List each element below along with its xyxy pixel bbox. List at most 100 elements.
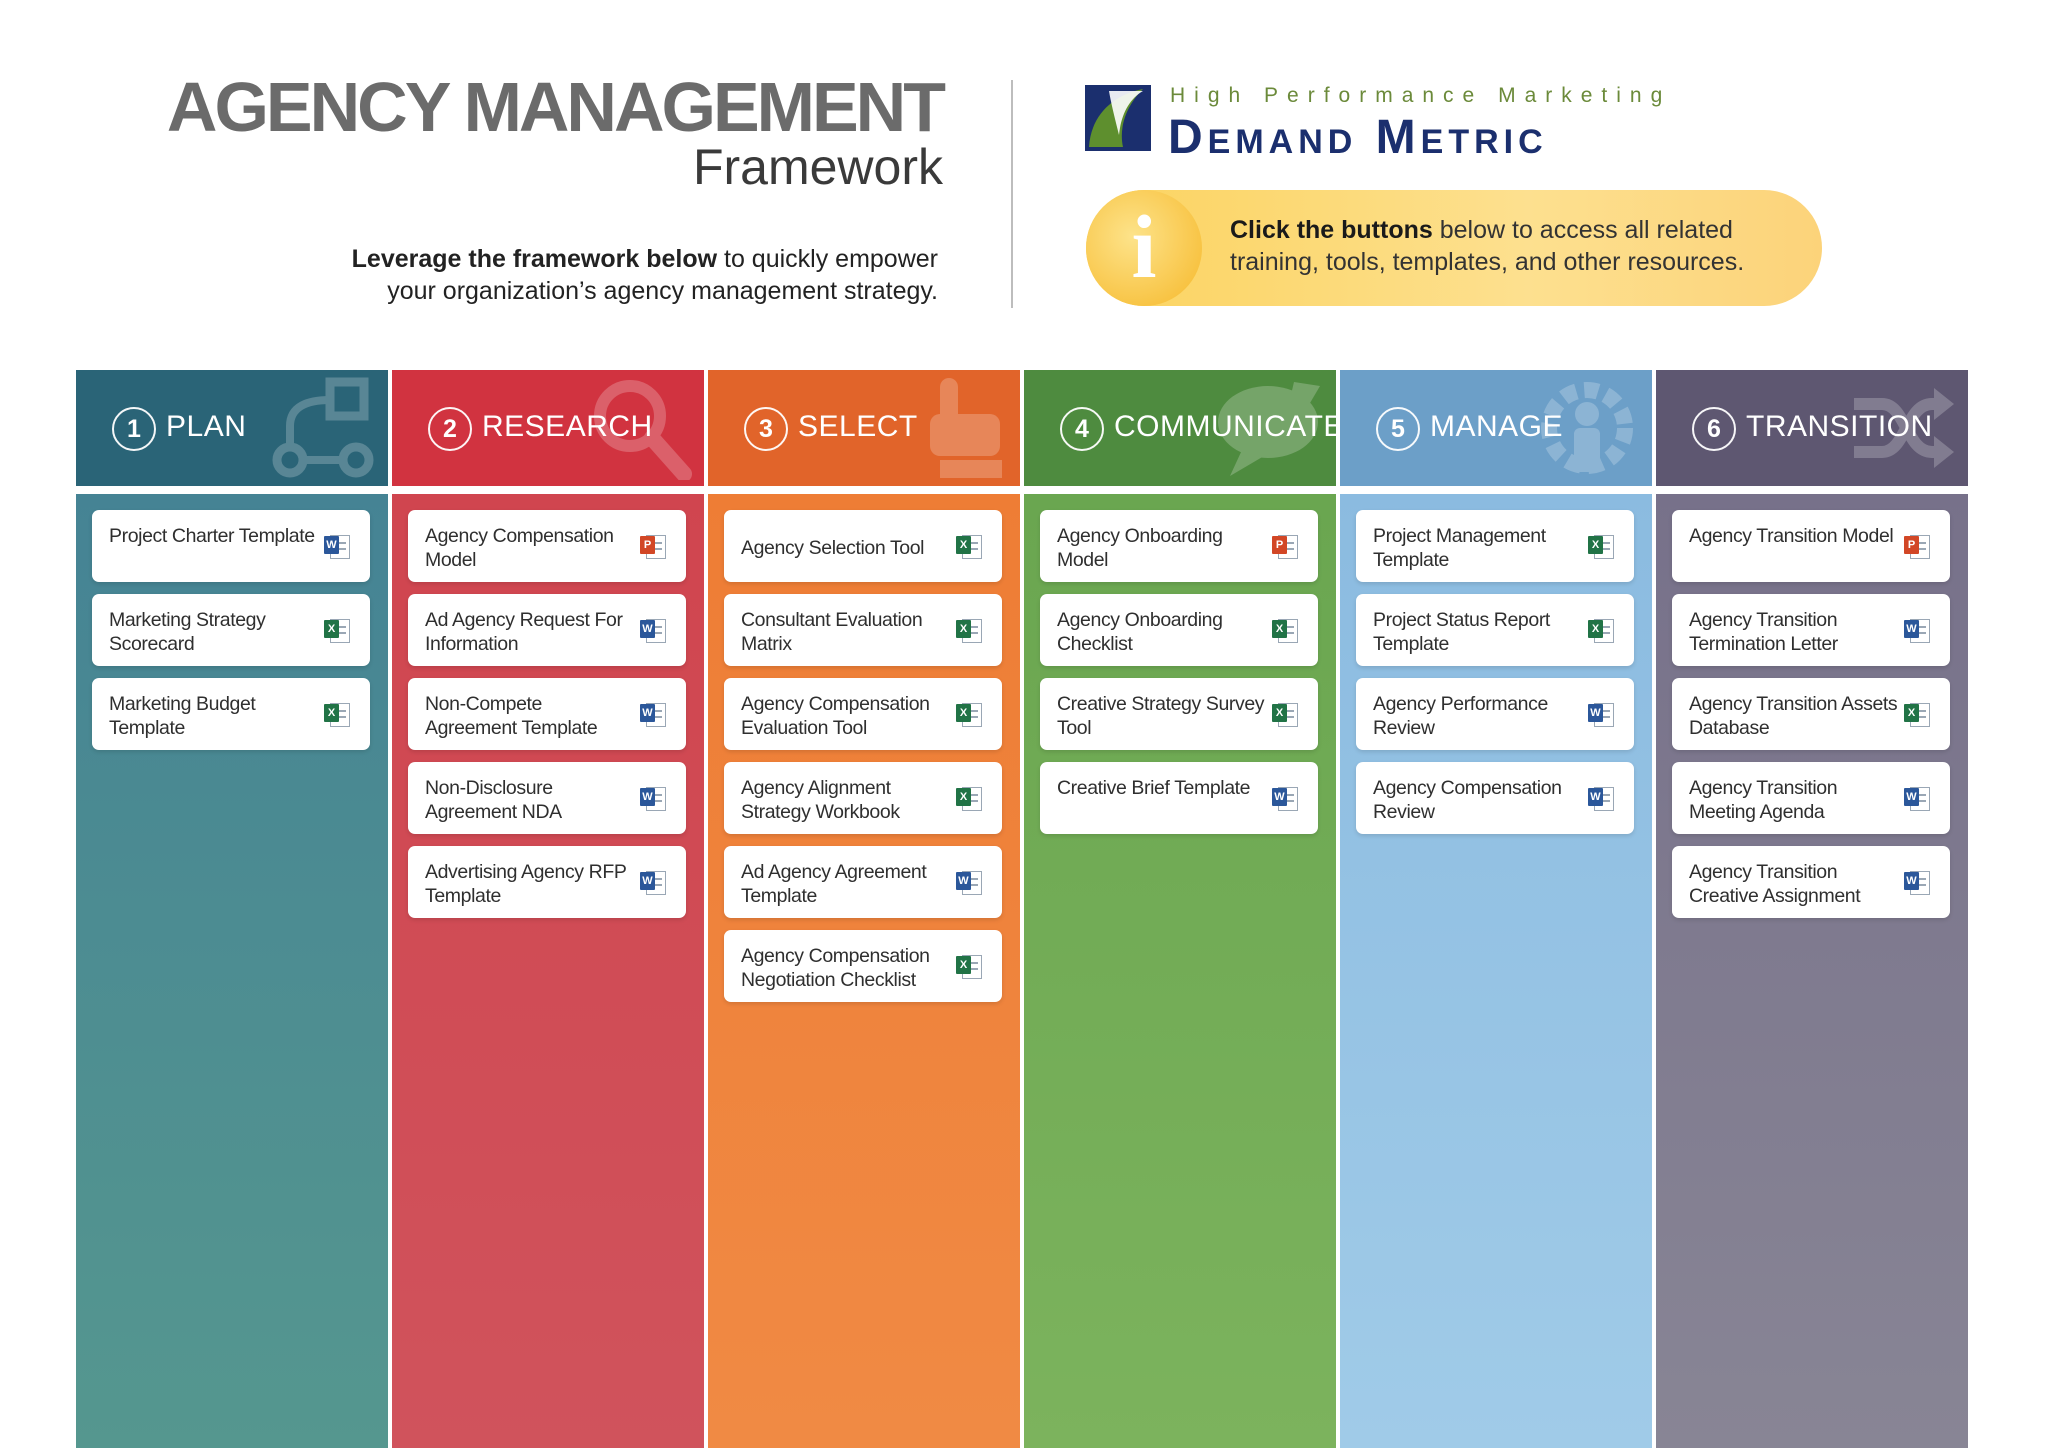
file-type-badge: W — [640, 788, 655, 806]
file-type-badge: W — [1904, 620, 1919, 638]
resource-label: Project Status Report Template — [1373, 609, 1550, 655]
workflow-icon — [268, 376, 378, 480]
resource-button[interactable]: Creative Strategy Survey Tool X — [1040, 678, 1318, 750]
resource-button[interactable]: Agency Alignment Strategy Workbook X — [724, 762, 1002, 834]
file-type-badge: P — [1272, 536, 1287, 554]
excel-file-icon: X — [956, 701, 982, 727]
file-type-badge: X — [956, 788, 971, 806]
resource-label: Agency Compensation Review — [1373, 777, 1562, 823]
resource-button[interactable]: Agency Selection Tool X — [724, 510, 1002, 582]
resource-label: Agency Transition Creative Assignment — [1689, 861, 1861, 907]
resource-label: Agency Alignment Strategy Workbook — [741, 777, 900, 823]
resource-button[interactable]: Agency Compensation Negotiation Checklis… — [724, 930, 1002, 1002]
file-type-badge: W — [1904, 872, 1919, 890]
page-tagline: Leverage the framework below to quickly … — [298, 243, 938, 307]
resource-button[interactable]: Non-Disclosure Agreement NDA W — [408, 762, 686, 834]
word-file-icon: W — [1904, 617, 1930, 643]
step-number: 3 — [744, 407, 788, 451]
word-file-icon: W — [324, 533, 350, 559]
page-subtitle: Framework — [692, 139, 943, 195]
file-type-badge: W — [640, 620, 655, 638]
file-type-badge: X — [1588, 620, 1603, 638]
file-type-badge: W — [1904, 788, 1919, 806]
excel-file-icon: X — [1904, 701, 1930, 727]
word-file-icon: W — [1588, 785, 1614, 811]
file-type-badge: X — [956, 620, 971, 638]
step-number: 1 — [112, 407, 156, 451]
ppt-file-icon: P — [1904, 533, 1930, 559]
brand-tagline: High Performance Marketing — [1170, 84, 1672, 107]
resource-label: Creative Strategy Survey Tool — [1057, 693, 1265, 739]
step-number: 5 — [1376, 407, 1420, 451]
resource-button[interactable]: Agency Onboarding Model P — [1040, 510, 1318, 582]
resource-button[interactable]: Agency Transition Model P — [1672, 510, 1950, 582]
file-type-badge: X — [956, 536, 971, 554]
excel-file-icon: X — [1272, 701, 1298, 727]
column-title: PLAN — [166, 410, 247, 443]
file-type-badge: W — [1272, 788, 1287, 806]
page-title: AGENCY MANAGEMENT — [166, 68, 946, 146]
file-type-badge: W — [1588, 704, 1603, 722]
column-title: MANAGE — [1430, 410, 1564, 443]
resource-button[interactable]: Agency Compensation Review W — [1356, 762, 1634, 834]
file-type-badge: X — [324, 704, 339, 722]
file-type-badge: W — [956, 872, 971, 890]
excel-file-icon: X — [956, 533, 982, 559]
file-type-badge: X — [1272, 704, 1287, 722]
resource-label: Non-Disclosure Agreement NDA — [425, 777, 562, 823]
demand-metric-logo-icon — [1085, 85, 1151, 151]
word-file-icon: W — [1904, 869, 1930, 895]
magnifier-icon — [584, 376, 694, 482]
resource-label: Agency Onboarding Model — [1057, 525, 1223, 571]
file-type-badge: X — [1904, 704, 1919, 722]
info-text-rest: below to access all related training, to… — [1230, 216, 1745, 276]
brand-name: Demand Metric — [1168, 111, 1548, 164]
word-file-icon: W — [640, 785, 666, 811]
word-file-icon: W — [640, 617, 666, 643]
resource-label: Marketing Strategy Scorecard — [109, 609, 266, 655]
ppt-file-icon: P — [1272, 533, 1298, 559]
speech-bubble-icon — [1216, 376, 1326, 480]
resource-button[interactable]: Ad Agency Request For Information W — [408, 594, 686, 666]
tagline-rest: to quickly empower your organization’s a… — [387, 245, 938, 305]
word-file-icon: W — [1588, 701, 1614, 727]
resource-button[interactable]: Agency Transition Creative Assignment W — [1672, 846, 1950, 918]
step-number: 6 — [1692, 407, 1736, 451]
resource-label: Ad Agency Request For Information — [425, 609, 623, 655]
resource-label: Agency Transition Model — [1689, 525, 1894, 547]
resource-label: Agency Compensation Negotiation Checklis… — [741, 945, 930, 991]
resource-label: Agency Selection Tool — [741, 537, 925, 559]
resource-button[interactable]: Project Status Report Template X — [1356, 594, 1634, 666]
file-type-badge: X — [956, 956, 971, 974]
pointing-hand-icon — [900, 376, 1010, 480]
header-divider — [1011, 80, 1013, 308]
